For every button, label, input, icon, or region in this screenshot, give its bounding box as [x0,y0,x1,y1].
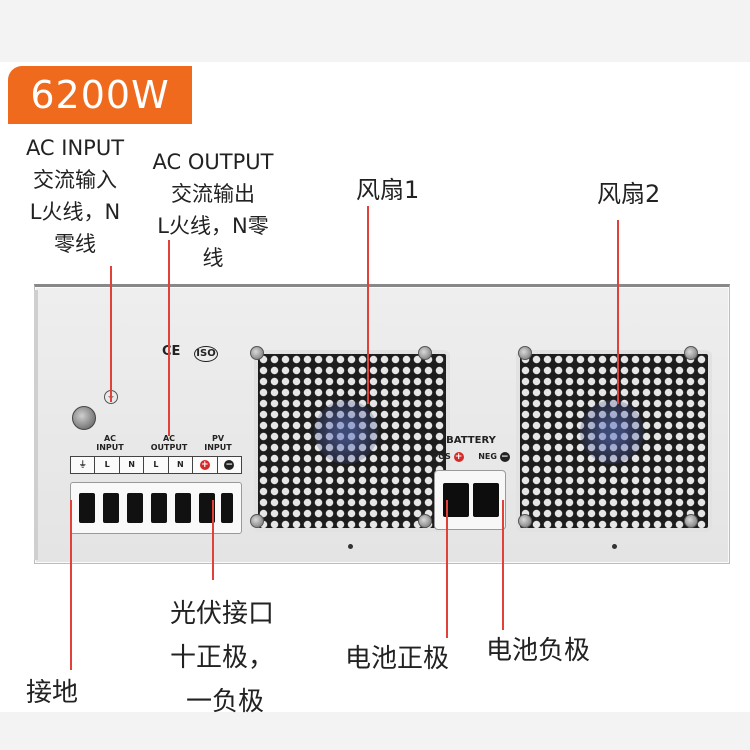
pv-negative-icon: − [224,460,235,470]
terminal-slot[interactable] [199,493,215,523]
power-rating-badge: 6200W [8,66,192,124]
ac-input-label-line: 零线 [54,232,96,256]
battery-terminal-block [434,470,506,530]
pos-text: POS [432,452,451,461]
pv-port-label: 光伏接口 十正极， 一负极 [170,592,274,724]
neg-panel-text: NEG − [474,452,514,462]
terminal-slot[interactable] [79,493,95,523]
top-background [0,0,750,62]
terminal-slot[interactable] [175,493,191,523]
pv-input-panel-text: PV INPUT [204,434,232,452]
screw-icon [518,514,532,528]
leader-line-pv [212,500,214,580]
ac-input-l-mark: L [95,457,120,473]
terminal-slot[interactable] [221,493,233,523]
battery-panel-text: BATTERY [446,435,496,446]
ac-input-label-line: 交流输入 [33,168,117,192]
panel-dot [348,544,353,549]
leader-line-ac-output [168,240,170,436]
battery-negative-label: 电池负极 [486,636,591,666]
leader-line-ac-input [110,266,112,402]
fan-2-hub [580,400,644,464]
pv-positive-icon: + [199,460,210,470]
leader-line-fan1 [367,206,369,404]
leader-line-battery-pos [446,500,448,638]
battery-positive-icon: + [453,452,464,462]
battery-negative-icon: − [499,452,510,462]
ac-output-n-mark: N [169,457,194,473]
bottom-background [0,712,750,750]
screw-icon [418,514,432,528]
fan-1-hub [314,400,378,464]
ac-output-label-line: 线 [202,246,224,270]
ac-output-label-line: 交流输出 [171,182,255,206]
ac-output-panel-text: AC OUTPUT [150,434,188,452]
battery-positive-label: 电池正极 [345,644,450,674]
panel-edge [34,290,38,560]
pv-port-label-line: 十正极， [170,643,275,673]
screw-icon [684,514,698,528]
leader-line-fan2 [617,220,619,404]
leader-line-ground [70,500,72,670]
ac-output-label: AC OUTPUT 交流输出 L火线，N零 线 [148,146,278,274]
terminal-slot[interactable] [151,493,167,523]
terminal-slot[interactable] [103,493,119,523]
ground-label: 接地 [26,678,79,708]
ac-input-label-line: AC INPUT [25,136,125,160]
ground-screw-icon [72,406,96,430]
terminal-marking-strip: ⏚ L N L N + − [70,456,242,474]
screw-icon [250,346,264,360]
ground-terminal-mark: ⏚ [71,457,96,473]
ac-output-l-mark: L [144,457,169,473]
pos-panel-text: POS + [428,452,468,462]
pv-port-label-line: 光伏接口 [170,599,275,629]
fan2-label: 风扇2 [597,180,661,208]
leader-line-battery-neg [502,500,504,630]
screw-icon [684,346,698,360]
neg-text: NEG [478,452,497,461]
iso-mark-icon: ISO [194,346,218,362]
fan1-label: 风扇1 [356,176,420,204]
screw-icon [250,514,264,528]
pv-port-label-line: 一负极 [186,687,265,717]
ac-input-label-line: L火线，N [29,200,121,224]
battery-negative-slot[interactable] [473,483,499,517]
panel-dot [612,544,617,549]
pv-positive-mark: + [193,457,218,473]
ac-output-label-line: L火线，N零 [157,214,269,238]
pv-negative-mark: − [218,457,241,473]
terminal-slot[interactable] [127,493,143,523]
screw-icon [518,346,532,360]
ac-input-panel-text: AC INPUT [96,434,124,452]
terminal-block [70,482,242,534]
ac-input-label: AC INPUT 交流输入 L火线，N 零线 [18,132,132,260]
ac-input-n-mark: N [120,457,145,473]
screw-icon [418,346,432,360]
ac-output-label-line: AC OUTPUT [152,150,274,174]
ce-mark-icon: CE [162,344,181,359]
